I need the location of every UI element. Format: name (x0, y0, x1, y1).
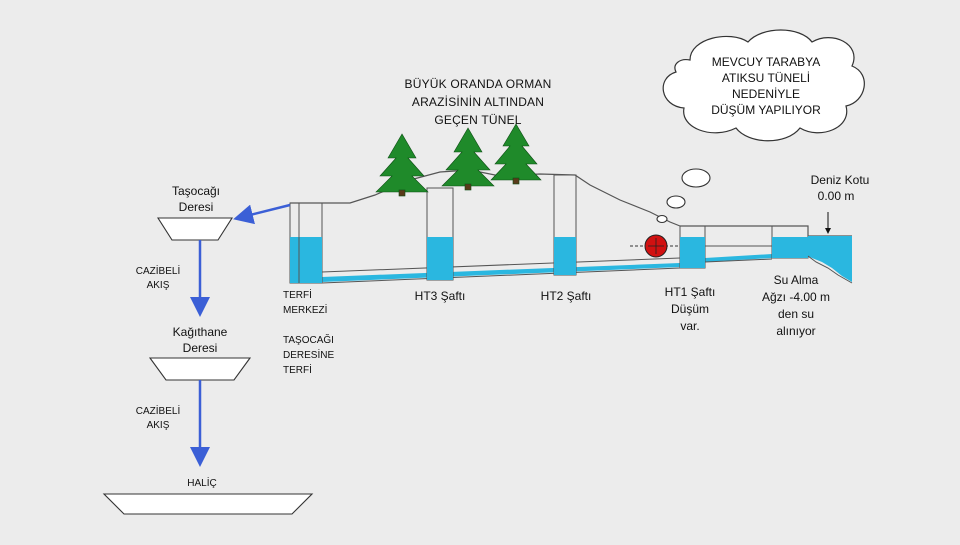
ht1-label-3: var. (680, 319, 699, 333)
cazibeli-akis-1-line-2: AKIŞ (147, 280, 170, 291)
thought-cloud (662, 29, 865, 142)
halic-label: HALİÇ (187, 476, 216, 489)
ht1-label-1: HT1 Şaftı (665, 285, 716, 299)
tunnel-top-line (321, 257, 681, 273)
su-alma-line-2: Ağzı -4.00 m (762, 290, 830, 304)
tunnel-right-bottom (704, 258, 773, 263)
kagithane-label-2: Deresi (183, 341, 218, 355)
ground-profile-right (680, 225, 852, 237)
top-title: BÜYÜK ORANDA ORMAN ARAZİSİNİN ALTINDAN G… (405, 77, 552, 127)
ht1-water (680, 237, 705, 268)
tree-icon-2 (441, 127, 495, 191)
sea-floor (807, 255, 853, 284)
ht2-water (554, 237, 576, 275)
tasocagi-label-2: Deresi (179, 200, 214, 214)
cloud-text-line-3: NEDENİYLE (732, 87, 800, 101)
intake-water (772, 237, 808, 258)
ht3-water (427, 237, 453, 280)
thought-bubble-large (681, 168, 711, 188)
cloud-text-line-2: ATIKSU TÜNELİ (722, 71, 810, 85)
su-alma-line-1: Su Alma (774, 273, 819, 287)
tree-icon-1 (375, 133, 429, 197)
cazibeli-akis-1-line-1: CAZİBELİ (136, 264, 180, 277)
pump-flow-arrow (233, 203, 291, 225)
su-alma-line-4: alınıyor (776, 324, 815, 338)
top-title-line-3: GEÇEN TÜNEL (434, 113, 521, 127)
deniz-kotu-value: 0.00 m (818, 189, 855, 203)
deniz-kotu-label: Deniz Kotu (811, 173, 870, 187)
tasocagi-terfi-line-3: TERFİ (283, 363, 312, 376)
kagithane-label-1: Kağıthane (173, 325, 228, 339)
terfi-merkezi-water (290, 237, 322, 283)
tasocagi-basin (156, 217, 234, 241)
tasocagi-terfi-line-2: DERESİNE (283, 348, 334, 361)
kagithane-basin (148, 357, 252, 381)
su-alma-line-3: den su (778, 307, 814, 321)
cloud-text-line-1: MEVCUY TARABYA (712, 55, 820, 69)
sea-water (808, 236, 852, 282)
tunnel-water (322, 263, 680, 282)
cloud-text: MEVCUY TARABYA ATIKSU TÜNELİ NEDENİYLE D… (711, 55, 821, 117)
terfi-merkezi-line-1: TERFİ (283, 288, 312, 301)
thought-bubble-small (656, 214, 668, 224)
tree-icon-3 (490, 123, 542, 185)
halic-basin (102, 493, 314, 515)
ht1-label-2: Düşüm (671, 302, 709, 316)
thought-bubble-medium (666, 195, 686, 209)
terfi-merkezi-line-2: MERKEZİ (283, 303, 327, 316)
cloud-text-line-4: DÜŞÜM YAPILIYOR (711, 103, 821, 117)
tunnel-right-water (705, 254, 772, 262)
ht2-label: HT2 Şaftı (541, 289, 592, 303)
tunnel-bottom-line (321, 267, 681, 284)
top-title-line-2: ARAZİSİNİN ALTINDAN (412, 95, 544, 109)
tasocagi-terfi-line-1: TAŞOCAĞI (283, 333, 334, 346)
cazibeli-akis-2-line-1: CAZİBELİ (136, 404, 180, 417)
cazibeli-akis-2-line-2: AKIŞ (147, 420, 170, 431)
top-title-line-1: BÜYÜK ORANDA ORMAN (405, 77, 552, 91)
ht3-label: HT3 Şaftı (415, 289, 466, 303)
tasocagi-label-1: Taşocağı (172, 184, 220, 198)
